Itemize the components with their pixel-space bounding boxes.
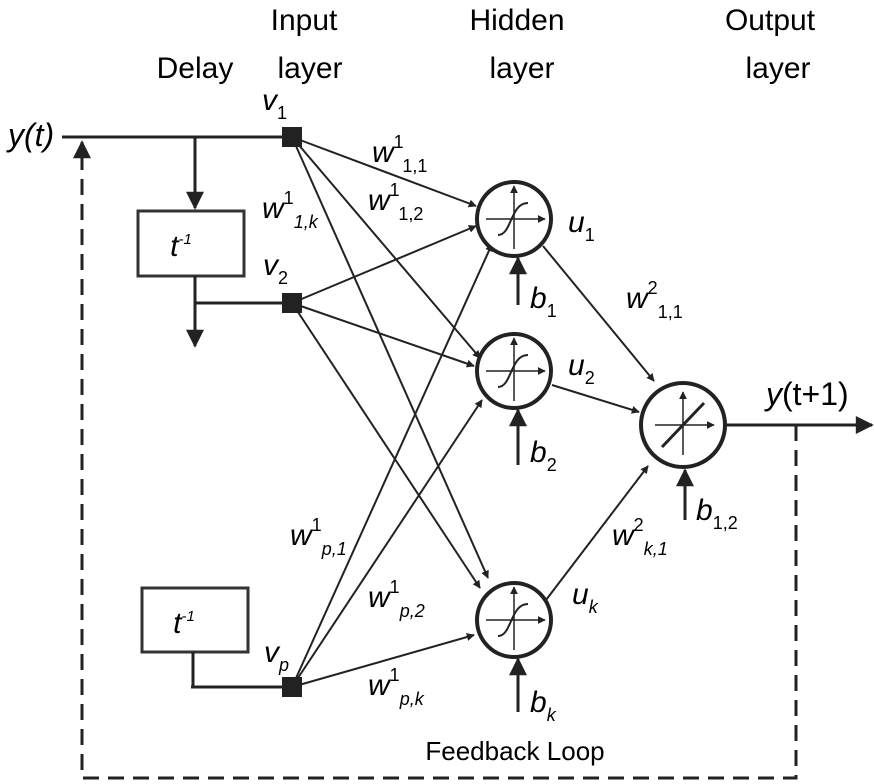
delay-block-p-label: t-1: [173, 607, 195, 640]
input-node-v1: [282, 127, 302, 147]
edge-v1-h1: [291, 136, 477, 208]
header-input-layer-line1: Input: [271, 4, 338, 37]
edge-v2-hk: [291, 302, 481, 589]
weight-w2-11: w21,1: [626, 278, 683, 322]
weight-w1-12: w11,2: [368, 180, 423, 224]
header-output-layer-line2: layer: [745, 52, 810, 85]
edge-vp-h2: [291, 399, 483, 688]
input-node-vp-label: vp: [264, 636, 289, 675]
output-signal-label: y(t+1): [764, 376, 849, 412]
hidden-neuron-1: [475, 180, 553, 258]
edge-vp-h1: [291, 243, 493, 688]
edge-hk-out: [545, 465, 649, 601]
header-delay: Delay: [157, 52, 234, 85]
output-neuron: [639, 381, 727, 469]
delay-block-1-label: t-1: [170, 230, 192, 263]
hidden-output-uk-label: uk: [572, 578, 599, 617]
weight-w1-pk: w1p,k: [368, 665, 425, 709]
delay-block-p: [140, 586, 250, 654]
bias-b1-label: b1: [530, 282, 557, 321]
edge-h1-out: [542, 245, 655, 382]
bias-b12-label: b1,2: [696, 494, 738, 533]
feedback-loop-label: Feedback Loop: [425, 736, 604, 766]
weight-w1-11: w11,1: [372, 132, 427, 176]
bias-b2-label: b2: [530, 436, 557, 475]
weight-w2-k1: w2k,1: [612, 515, 668, 559]
header-output-layer-line1: Output: [725, 4, 816, 37]
layer2-connections: [542, 245, 655, 601]
header-input-layer-line2: layer: [277, 52, 342, 85]
delay-block-1: [136, 209, 246, 278]
input-signal-label: y(t): [6, 117, 54, 153]
weight-w1-1k: w11,k: [262, 188, 319, 232]
hidden-neuron-2: [475, 332, 553, 410]
input-node-v1-label: v1: [262, 84, 287, 123]
edge-v1-hk: [291, 136, 489, 579]
edge-h2-out: [551, 384, 640, 414]
input-node-v2: [282, 293, 302, 313]
edge-v2-h2: [291, 302, 475, 368]
hidden-output-u1-label: u1: [568, 206, 595, 245]
feedback-loop-path: [73, 140, 798, 780]
weight-w1-p2: w1p,2: [368, 577, 425, 621]
layer1-connections: [291, 136, 493, 688]
edge-v2-h1: [291, 225, 477, 304]
input-node-vp: [282, 677, 302, 697]
bias-bk-label: bk: [530, 686, 557, 725]
weight-w1-p1: w1p,1: [290, 515, 347, 559]
edge-vp-hk: [291, 633, 475, 688]
edge-v1-h2: [291, 136, 481, 359]
header-hidden-layer-line2: layer: [489, 52, 554, 85]
header-hidden-layer-line1: Hidden: [469, 4, 564, 37]
hidden-neuron-k: [475, 581, 553, 659]
hidden-output-u2-label: u2: [568, 349, 595, 388]
input-node-v2-label: v2: [263, 249, 288, 288]
